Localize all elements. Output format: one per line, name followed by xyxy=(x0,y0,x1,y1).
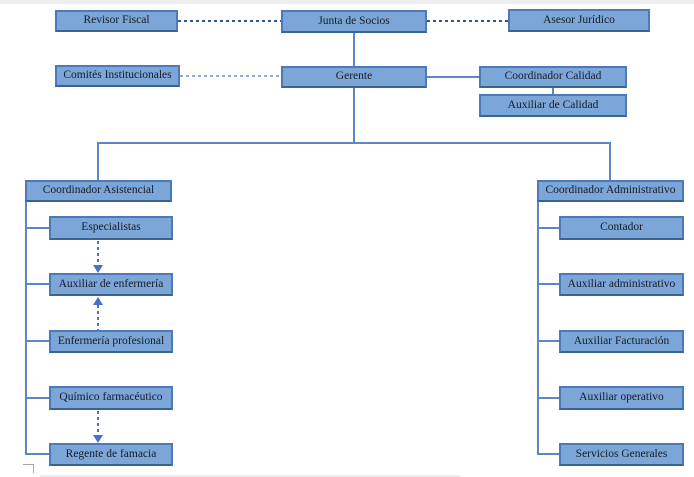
text-boundary-corner-mark xyxy=(33,464,34,473)
arrow-down-icon xyxy=(93,435,103,443)
connector-gerente-coordinador-calidad xyxy=(427,76,479,78)
connector-junta-asesor-dashed xyxy=(427,20,508,22)
arrow-especialistas-auxenfermeria-line xyxy=(97,241,99,266)
org-box-auxiliar-de-enfermeria[interactable]: Auxiliar de enfermería xyxy=(49,273,173,296)
org-box-enfermeria-profesional[interactable]: Enfermería profesional xyxy=(49,330,173,353)
connector-drop-right xyxy=(609,142,611,180)
connector-stub-contador xyxy=(537,227,559,229)
org-box-especialistas[interactable]: Especialistas xyxy=(49,216,173,240)
connector-stub-quimico xyxy=(25,397,49,399)
org-box-regente-de-famacia[interactable]: Regente de famacia xyxy=(49,443,173,466)
text-boundary-corner-mark xyxy=(23,464,34,465)
org-box-revisor-fiscal[interactable]: Revisor Fiscal xyxy=(55,10,178,32)
org-box-comites-institucionales[interactable]: Comités Institucionales xyxy=(55,65,180,87)
connector-stub-auxiliar-enfermeria xyxy=(25,283,49,285)
arrow-down-icon xyxy=(93,265,103,273)
arrow-enfprofesional-auxenfermeria-line xyxy=(97,305,99,330)
org-box-auxiliar-administrativo[interactable]: Auxiliar administrativo xyxy=(559,273,684,296)
arrow-quimico-regente-line xyxy=(97,411,99,435)
org-box-gerente[interactable]: Gerente xyxy=(281,66,427,88)
connector-drop-left xyxy=(97,142,99,180)
org-box-auxiliar-operativo[interactable]: Auxiliar operativo xyxy=(559,386,684,410)
connector-stub-servicios-generales xyxy=(537,453,559,455)
org-box-contador[interactable]: Contador xyxy=(559,216,684,240)
connector-main-horizontal xyxy=(97,142,611,144)
org-box-quimico-farmaceutico[interactable]: Químico farmacéutico xyxy=(49,386,173,410)
connector-stub-auxiliar-facturacion xyxy=(537,340,559,342)
org-box-coordinador-calidad[interactable]: Coordinador Calidad xyxy=(479,66,627,88)
org-box-servicios-generales[interactable]: Servicios Generales xyxy=(559,443,684,466)
org-box-auxiliar-de-calidad[interactable]: Auxiliar de Calidad xyxy=(479,94,627,117)
page-bottom-edge xyxy=(40,475,460,477)
connector-stub-auxiliar-administrativo xyxy=(537,283,559,285)
arrow-up-icon xyxy=(93,297,103,305)
connector-comites-gerente-dashed xyxy=(180,75,281,77)
org-box-coordinador-administrativo[interactable]: Coordinador Administrativo xyxy=(537,180,684,202)
connector-right-spine xyxy=(537,202,539,455)
connector-revisor-junta-dashed xyxy=(178,20,281,22)
connector-stub-auxiliar-operativo xyxy=(537,397,559,399)
org-box-auxiliar-facturacion[interactable]: Auxiliar Facturación xyxy=(559,330,684,353)
connector-stub-regente xyxy=(25,453,49,455)
org-box-coordinador-asistencial[interactable]: Coordinador Asistencial xyxy=(25,180,172,202)
page-top-edge xyxy=(0,0,694,4)
connector-calidad-auxiliar-calidad xyxy=(552,88,554,94)
org-box-asesor-juridico[interactable]: Asesor Jurídico xyxy=(508,9,650,32)
org-box-junta-de-socios[interactable]: Junta de Socios xyxy=(281,10,427,33)
connector-stub-especialistas xyxy=(25,227,49,229)
connector-gerente-trunk xyxy=(353,88,355,143)
connector-left-spine xyxy=(25,202,27,455)
connector-stub-enfermeria-profesional xyxy=(25,340,49,342)
connector-junta-gerente xyxy=(353,33,355,66)
